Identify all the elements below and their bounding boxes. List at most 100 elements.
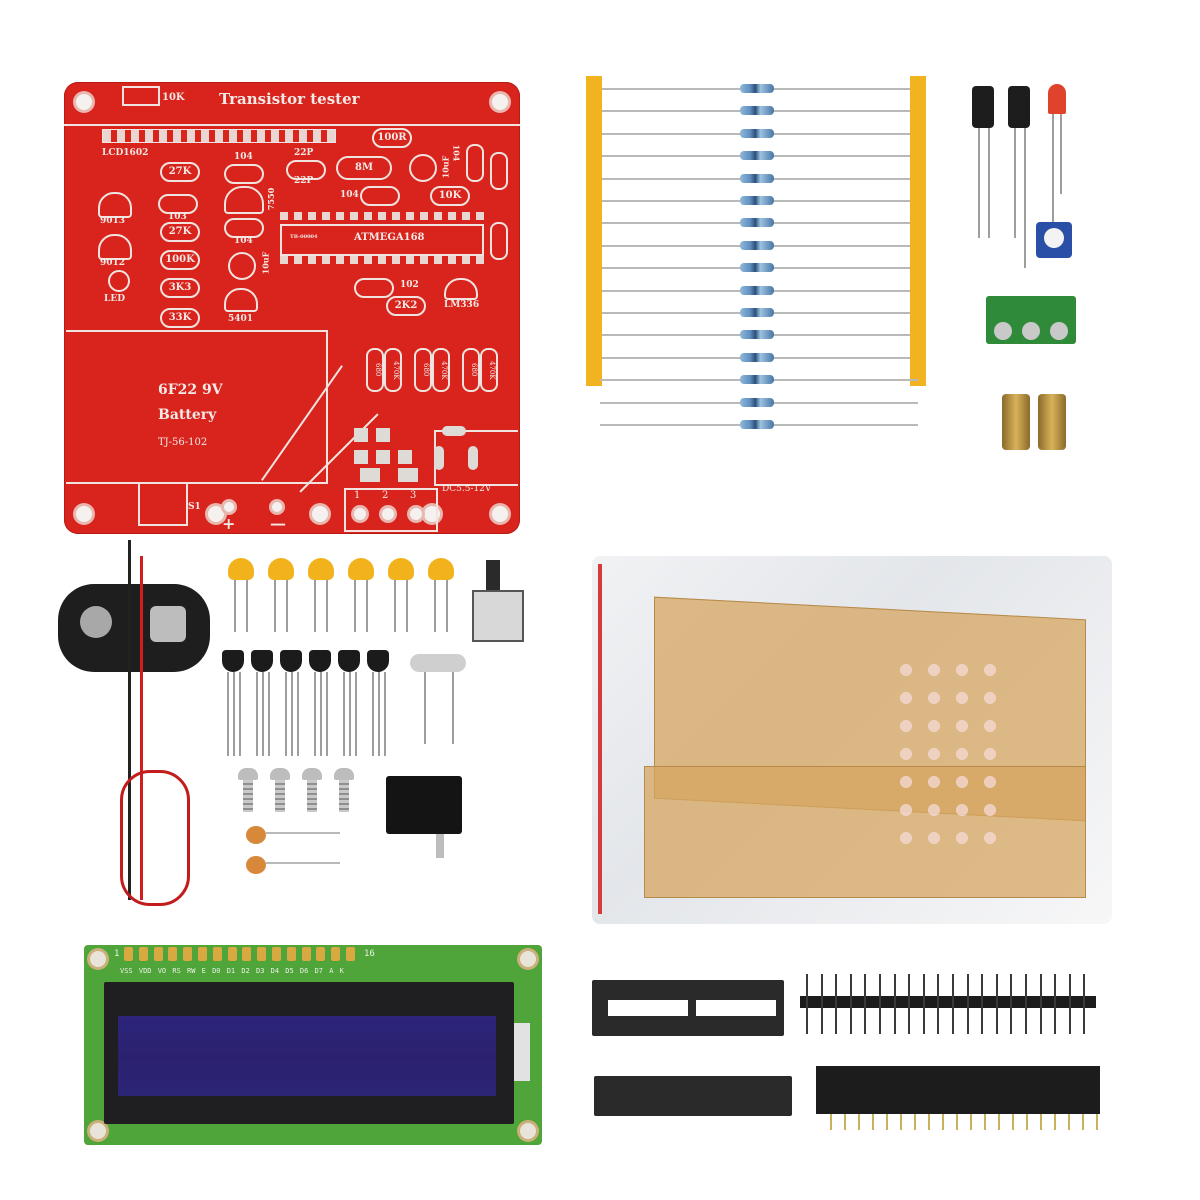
lead bbox=[286, 580, 288, 632]
lcd-pin bbox=[257, 947, 267, 961]
red-wire bbox=[140, 556, 143, 900]
c104-label: 104 bbox=[234, 152, 253, 162]
minus-label: — bbox=[270, 514, 286, 533]
transistor bbox=[309, 650, 331, 672]
resistor bbox=[740, 308, 774, 317]
switch-label: S1 bbox=[188, 502, 201, 512]
lead bbox=[266, 832, 340, 834]
r680-label: 680 bbox=[414, 348, 432, 392]
test-pin-label: 2 bbox=[382, 490, 389, 501]
lcd-pin bbox=[286, 947, 296, 961]
lead bbox=[266, 862, 340, 864]
pot-footprint bbox=[122, 86, 160, 106]
trimmer-dial bbox=[1044, 228, 1064, 248]
lcd-header-footprint bbox=[102, 129, 336, 143]
c102-label: 102 bbox=[400, 280, 419, 290]
resistor bbox=[740, 106, 774, 116]
header-strip bbox=[800, 996, 1096, 1008]
lead bbox=[233, 672, 235, 756]
lead bbox=[274, 580, 276, 632]
screw-thread bbox=[243, 780, 253, 812]
resistor bbox=[740, 196, 774, 205]
lcd-pin bbox=[138, 947, 148, 961]
mount-hole bbox=[312, 506, 328, 522]
header-pin bbox=[1010, 974, 1013, 1034]
resistor bbox=[740, 352, 774, 362]
r680-label: 680 bbox=[462, 348, 480, 392]
lead bbox=[978, 128, 980, 238]
cap-label: 10uF bbox=[440, 155, 451, 179]
mcu-ref-label: TB-00004 bbox=[290, 234, 318, 240]
vref-label: LM336 bbox=[444, 300, 480, 310]
smd-pad bbox=[376, 428, 390, 442]
lead bbox=[424, 672, 426, 744]
lead bbox=[1052, 114, 1054, 224]
transistor bbox=[222, 650, 244, 672]
resistor bbox=[740, 84, 774, 93]
resistor bbox=[740, 240, 774, 250]
battery-outline bbox=[66, 330, 328, 484]
lead bbox=[285, 672, 287, 756]
atmega-chip bbox=[594, 1076, 792, 1116]
female-pin-header bbox=[816, 1066, 1100, 1114]
mcu-footprint bbox=[280, 224, 484, 256]
ceramic-capacitor bbox=[388, 558, 414, 580]
parts-bag bbox=[592, 556, 1112, 924]
plus-label: + bbox=[222, 514, 236, 533]
res-footprint bbox=[490, 152, 508, 190]
lead bbox=[349, 672, 351, 756]
lead bbox=[434, 580, 436, 632]
switch-outline bbox=[138, 482, 188, 526]
resistor bbox=[740, 218, 774, 228]
header-pin bbox=[835, 974, 838, 1034]
resistor bbox=[740, 151, 774, 161]
cap-footprint bbox=[466, 144, 484, 182]
header-pin bbox=[995, 974, 998, 1034]
test-pin-label: 3 bbox=[410, 490, 417, 501]
mount-hole bbox=[208, 506, 224, 522]
lcd-pin bbox=[153, 947, 163, 961]
test-pin-hole bbox=[354, 508, 366, 520]
test-pin-label: 1 bbox=[354, 490, 361, 501]
c104-label: 104 bbox=[451, 144, 462, 162]
electrolytic-capacitor bbox=[972, 86, 994, 128]
resistor bbox=[740, 330, 774, 340]
pcb-title: Transistor tester bbox=[219, 90, 360, 108]
transistors bbox=[222, 650, 402, 760]
test-socket-outline bbox=[344, 488, 438, 532]
lcd-pin bbox=[212, 947, 222, 961]
vref-footprint bbox=[444, 278, 478, 300]
ic-socket-slot bbox=[608, 1000, 688, 1016]
lcd-pin bbox=[183, 947, 193, 961]
battery-pad bbox=[224, 502, 234, 512]
resistor bbox=[740, 375, 774, 385]
lcd-mount-hole bbox=[520, 1123, 536, 1139]
lead bbox=[314, 580, 316, 632]
lead bbox=[452, 672, 454, 744]
ceramic-capacitors bbox=[224, 558, 464, 638]
ic-socket-slot bbox=[696, 1000, 776, 1016]
header-pin bbox=[879, 974, 881, 1034]
lcd-pins bbox=[124, 947, 364, 963]
lcd-label: LCD1602 bbox=[102, 148, 149, 158]
cap-footprint bbox=[228, 252, 256, 280]
c104-footprint bbox=[224, 164, 264, 184]
lead bbox=[256, 672, 258, 756]
header-pin bbox=[849, 974, 852, 1034]
lead bbox=[355, 672, 357, 756]
battery-clip-snap bbox=[80, 606, 112, 638]
tape-right bbox=[910, 76, 926, 386]
transistor-footprint bbox=[98, 192, 132, 218]
header-pin bbox=[952, 974, 954, 1034]
zip-seal bbox=[598, 564, 602, 914]
dc-in-label: DC5.5-12V bbox=[442, 484, 492, 494]
screw-head bbox=[238, 768, 258, 780]
lead bbox=[1014, 128, 1016, 238]
lead bbox=[297, 672, 299, 756]
c102-footprint bbox=[354, 278, 394, 298]
screw-head bbox=[334, 768, 354, 780]
c104-label: 104 bbox=[340, 190, 359, 200]
c22p-label: 22P bbox=[294, 148, 314, 158]
transistor-label: 5401 bbox=[228, 314, 254, 324]
lead bbox=[262, 672, 264, 756]
